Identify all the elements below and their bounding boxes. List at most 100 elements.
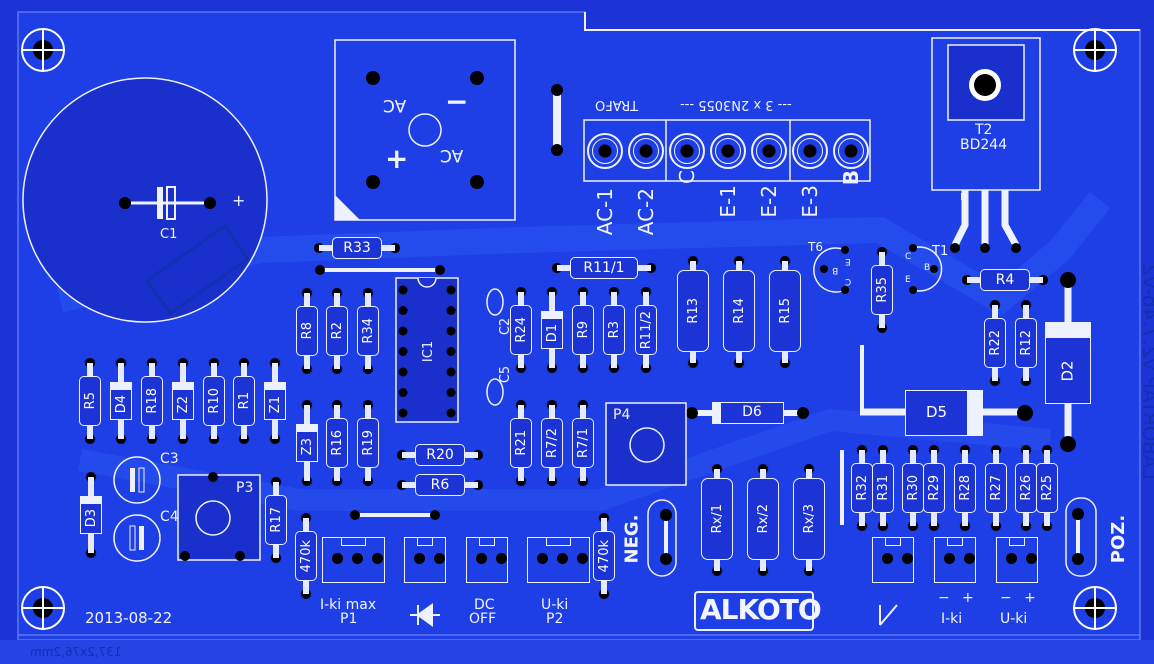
resistor-r25: R25: [1036, 445, 1058, 531]
resistor-r17: R17: [265, 477, 287, 563]
resistor-r14: R14: [723, 256, 755, 368]
resistor-r6: R6: [397, 474, 483, 496]
p1-label-line1: I-ki max: [320, 597, 377, 613]
terminal-screw: [751, 133, 787, 169]
ic-pin: [446, 388, 456, 397]
p2-label-line2: P2: [546, 611, 564, 627]
terminal-screw: [587, 133, 623, 169]
ic-pin: [398, 408, 408, 418]
u-ki-minus: −: [1000, 590, 1012, 606]
poz-label: POZ.: [1108, 514, 1130, 564]
resistor-r11-1: R11/1: [552, 257, 656, 279]
resistor-r34: R34: [357, 288, 379, 374]
t1-pin: C: [905, 252, 912, 262]
ic-pin: [398, 347, 408, 356]
terminal-header-transistors: --- 3 x 2N3055 ---: [680, 97, 792, 112]
connector-pin: [414, 553, 425, 564]
dc-label-line1: DC: [474, 597, 495, 613]
connector-pin: [496, 553, 507, 564]
dc-label-line2: OFF: [469, 611, 497, 627]
resistor-r18: R18: [141, 358, 163, 444]
terminal-screw: [833, 133, 869, 169]
mounting-hole: [21, 28, 65, 72]
t2-type: BD244: [960, 137, 1008, 153]
connector-pin: [434, 553, 445, 564]
neg-label: NEG.: [621, 514, 643, 564]
t6-pin: E: [845, 256, 851, 266]
board-version-mirrored: LABORTAP v2.7.4b-v2: [1138, 263, 1154, 480]
resistor-r28: R28: [954, 445, 976, 531]
connector-p1: [322, 537, 385, 583]
ic-pin: [446, 408, 456, 418]
p3-label: P3: [236, 480, 254, 496]
resistor-r13: R13: [677, 256, 709, 368]
diode-d6: D6: [712, 402, 784, 424]
t1-pin: B: [924, 263, 931, 273]
bridge-ac-top: AC: [383, 95, 407, 115]
resistor-r4: R4: [962, 269, 1048, 291]
connector-p2: [527, 537, 590, 583]
terminal-pin-label: B: [839, 170, 863, 186]
resistor-rx2: Rx/2: [747, 464, 779, 576]
c1-plus-label: +: [232, 191, 246, 210]
zener-z3: Z3: [296, 400, 318, 486]
resistor-r5: R5: [79, 358, 101, 444]
t2-pin: B: [960, 192, 967, 203]
diode-d1: D1: [541, 287, 563, 373]
mounting-hole: [21, 586, 65, 630]
resistor-r19: R19: [357, 400, 379, 486]
connector-pin: [882, 553, 893, 564]
connector-dc-off: [466, 537, 508, 583]
t6-pin: B: [832, 265, 839, 275]
connector-pin: [577, 553, 588, 564]
bridge-ac-bottom: AC: [440, 145, 464, 165]
ic-pin: [446, 306, 456, 315]
resistor-r9: R9: [572, 287, 594, 373]
ic-pin: [446, 347, 456, 356]
resistor-r31: R31: [872, 445, 894, 531]
alkoto-logo: ALKOTO: [700, 593, 822, 626]
connector-i-ki: [934, 537, 976, 583]
resistor-r2: R2: [326, 288, 348, 374]
board-date: 2013-08-22: [85, 609, 173, 627]
terminal-pin-label: E-3: [798, 185, 822, 218]
t6-pin: C: [845, 276, 852, 286]
t2-pin: E: [1001, 192, 1008, 203]
bridge-plus: +: [385, 142, 409, 175]
resistor-r11-2: R11/2: [635, 287, 657, 373]
terminal-screw: [710, 133, 746, 169]
p4-label: P4: [613, 407, 631, 423]
c3-label: C3: [160, 451, 179, 467]
resistor-r21: R21: [510, 400, 532, 486]
terminal-screw: [792, 133, 828, 169]
resistor-r35: R35: [871, 247, 893, 333]
u-ki-plus: +: [1024, 590, 1036, 606]
resistor-r20: R20: [397, 444, 483, 466]
t2-label: T2: [975, 122, 993, 138]
t2-pin: C: [981, 192, 988, 203]
resistor-rx1: Rx/1: [701, 464, 733, 576]
resistor-r27: R27: [985, 445, 1007, 531]
resistor-r12: R12: [1015, 300, 1037, 386]
bridge-minus: −: [445, 85, 469, 118]
connector-pin: [557, 553, 568, 564]
resistor-r15: R15: [769, 256, 801, 368]
board-size-mirrored: 137,2x76,2mm: [30, 645, 122, 659]
resistor-r30: R30: [902, 445, 924, 531]
ic-pin: [446, 285, 456, 295]
c4-label: C4: [160, 509, 179, 525]
resistor-r16: R16: [326, 400, 348, 486]
terminal-header-trafo: TRAFO: [595, 97, 639, 112]
connector-pin: [537, 553, 548, 564]
diode-d3: D3: [80, 472, 102, 558]
connector-u-ki: [996, 537, 1038, 583]
i-ki-minus: −: [938, 590, 950, 606]
connector-pin: [476, 553, 487, 564]
resistor-r32: R32: [851, 445, 873, 531]
terminal-pin-label: AC-1: [593, 188, 617, 236]
resistor-r10: R10: [203, 358, 225, 444]
mounting-hole: [1073, 586, 1117, 630]
c1-label: C1: [160, 227, 178, 242]
connector-pin: [964, 553, 975, 564]
